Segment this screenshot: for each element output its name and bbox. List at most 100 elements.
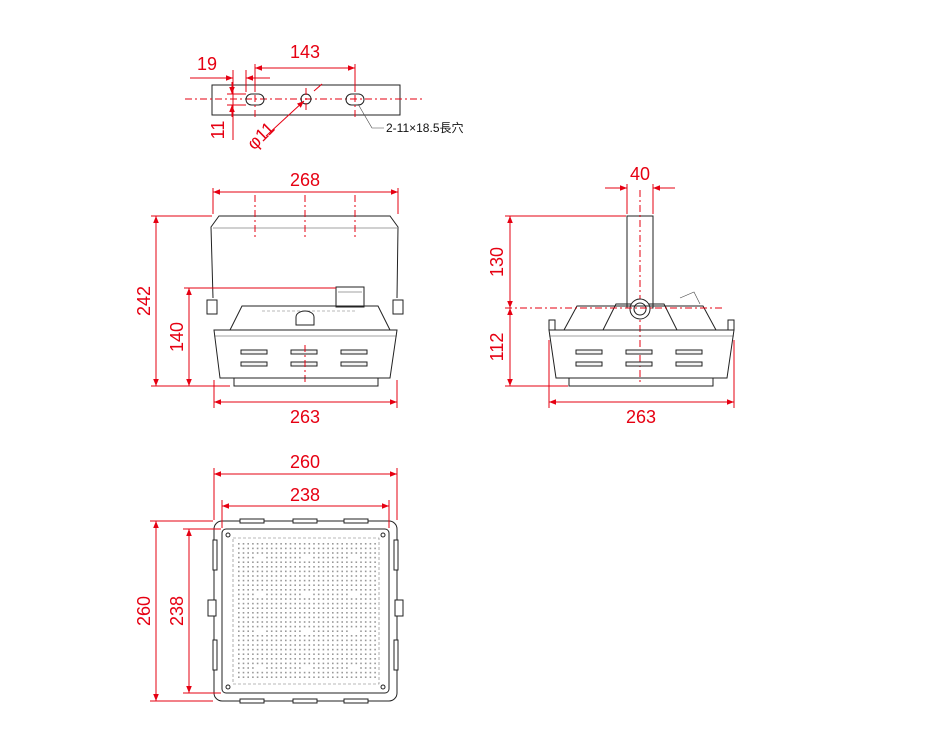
perforation-dot <box>289 639 292 642</box>
perforation-dot <box>242 644 245 646</box>
perforation-dot <box>355 602 358 605</box>
perforation-dot <box>256 635 259 637</box>
perforation-dot <box>355 621 358 623</box>
perforation-dot <box>266 602 268 605</box>
perforation-dot <box>247 584 249 586</box>
perforation-dot <box>336 612 339 614</box>
perforation-dot <box>369 547 372 550</box>
perforation-dot <box>322 616 325 619</box>
perforation-dot <box>299 635 301 637</box>
perforation-dot <box>303 612 306 614</box>
perforation-dot <box>332 639 334 642</box>
perforation-dot <box>247 648 249 651</box>
perforation-dot <box>285 547 287 550</box>
perforation-dot <box>327 584 329 586</box>
perforation-dot <box>247 598 249 600</box>
perforation-dot <box>317 566 320 568</box>
perforation-dot <box>242 552 245 554</box>
perforation-dot <box>341 579 343 582</box>
perforation-dot <box>270 671 273 674</box>
perforation-dot <box>256 543 259 545</box>
perforation-dot <box>369 575 372 577</box>
perforation-dot <box>336 639 339 642</box>
perforation-dot <box>346 635 348 637</box>
perforation-dot <box>242 589 245 591</box>
perforation-dot <box>341 552 343 554</box>
perforation-dot <box>346 644 348 646</box>
perforation-dot <box>242 579 245 582</box>
bracket-view: 143 19 11 φ11 2-11×18.5長穴 <box>185 42 464 154</box>
perforation-dot <box>332 621 334 623</box>
perforation-dot <box>313 639 315 642</box>
perforation-dot <box>294 552 296 554</box>
perforation-dot <box>322 662 325 665</box>
perforation-dot <box>355 579 358 582</box>
perforation-dot <box>289 602 292 605</box>
perforation-dot <box>247 593 249 596</box>
perforation-dot <box>252 543 254 545</box>
perforation-dot <box>289 625 292 628</box>
perforation-dot <box>256 612 259 614</box>
perforation-dot <box>242 543 245 545</box>
perforation-dot <box>369 612 372 614</box>
perforation-dot <box>299 552 301 554</box>
perforation-dot <box>270 552 273 554</box>
perforation-dot <box>303 653 306 655</box>
perforation-dot <box>299 570 301 573</box>
perforation-dot <box>252 607 254 609</box>
perforation-dot <box>341 625 343 628</box>
perforation-dot <box>266 566 268 568</box>
perforation-dot <box>252 676 254 678</box>
perforation-dot <box>285 543 287 545</box>
perforation-dot <box>313 658 315 660</box>
perforation-dot <box>364 598 367 600</box>
perforation-dot <box>350 662 353 665</box>
perforation-dot <box>252 644 254 646</box>
perforation-dot <box>360 566 362 568</box>
perforation-dot <box>341 667 343 669</box>
perforation-dot <box>369 584 372 586</box>
perforation-dot <box>247 602 249 605</box>
perforation-dot <box>294 556 296 559</box>
perforation-dot <box>238 607 240 609</box>
perforation-dot <box>327 676 329 678</box>
perforation-dot <box>369 598 372 600</box>
perforation-dot <box>275 635 278 637</box>
perforation-dot <box>336 662 339 665</box>
perforation-dot <box>289 658 292 660</box>
perforation-dot <box>374 635 376 637</box>
perforation-dot <box>303 566 306 568</box>
perforation-dot <box>322 589 325 591</box>
perforation-dot <box>336 575 339 577</box>
perforation-dot <box>355 543 358 545</box>
perforation-dot <box>275 570 278 573</box>
perforation-dot <box>247 662 249 665</box>
perforation-dot <box>369 671 372 674</box>
perforation-dot <box>346 584 348 586</box>
perforation-dot <box>313 556 315 559</box>
perforation-dot <box>322 667 325 669</box>
perforation-dot <box>256 662 259 665</box>
perforation-dot <box>261 602 264 605</box>
perforation-dot <box>308 566 311 568</box>
perforation-dot <box>275 547 278 550</box>
perforation-dot <box>317 676 320 678</box>
perforation-dot <box>350 570 353 573</box>
perforation-dot <box>327 612 329 614</box>
perforation-dot <box>308 658 311 660</box>
perforation-dot <box>294 607 296 609</box>
perforation-dot <box>317 575 320 577</box>
perforation-dot <box>332 584 334 586</box>
perforation-dot <box>360 644 362 646</box>
perforation-dot <box>369 662 372 665</box>
perforation-dot <box>242 593 245 596</box>
perforation-dot <box>364 584 367 586</box>
perforation-dot <box>280 589 282 591</box>
perforation-dot <box>332 547 334 550</box>
perforation-dot <box>317 667 320 669</box>
perforation-dot <box>280 667 282 669</box>
perforation-dot <box>360 639 362 642</box>
perforation-dot <box>369 616 372 619</box>
perforation-dot <box>256 616 259 619</box>
perforation-dot <box>332 662 334 665</box>
